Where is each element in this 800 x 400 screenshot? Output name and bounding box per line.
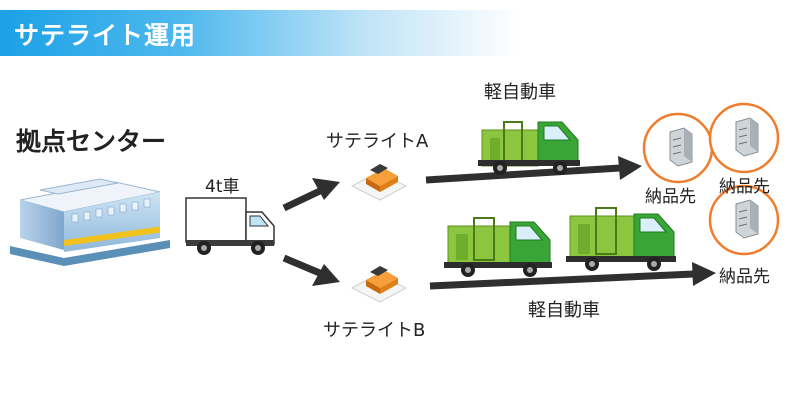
hub-label: 拠点センター — [16, 127, 167, 156]
kei-truck-bottom-left-icon — [444, 217, 552, 277]
truck-4t-label: 4t車 — [205, 177, 240, 197]
kei-truck-bottom-right-icon — [566, 207, 676, 271]
destination-2-icon — [708, 102, 780, 174]
arrow-to-satellite-a — [282, 178, 340, 212]
hub-building-icon — [10, 178, 170, 266]
truck-4t-icon — [185, 197, 275, 255]
kei-truck-top-icon — [478, 121, 580, 175]
kei-truck-bottom-label: 軽自動車 — [528, 300, 600, 321]
header-banner — [0, 10, 520, 56]
destination-1-icon — [642, 112, 714, 184]
satellite-b-icon — [350, 266, 408, 303]
destination-3-label: 納品先 — [719, 267, 770, 287]
destination-3-icon — [708, 184, 780, 256]
arrow-to-satellite-b — [282, 254, 340, 286]
arrow-satellite-a-to-destination — [425, 156, 642, 184]
satellite-b-label: サテライトB — [323, 320, 426, 341]
satellite-a-icon — [350, 164, 408, 201]
destination-2-label: 納品先 — [719, 177, 770, 197]
kei-truck-top-label: 軽自動車 — [484, 82, 556, 103]
satellite-a-label: サテライトA — [326, 131, 429, 152]
destination-1-label: 納品先 — [645, 187, 696, 207]
arrow-satellite-b-to-destination — [429, 262, 716, 290]
page-title: サテライト運用 — [14, 21, 197, 50]
